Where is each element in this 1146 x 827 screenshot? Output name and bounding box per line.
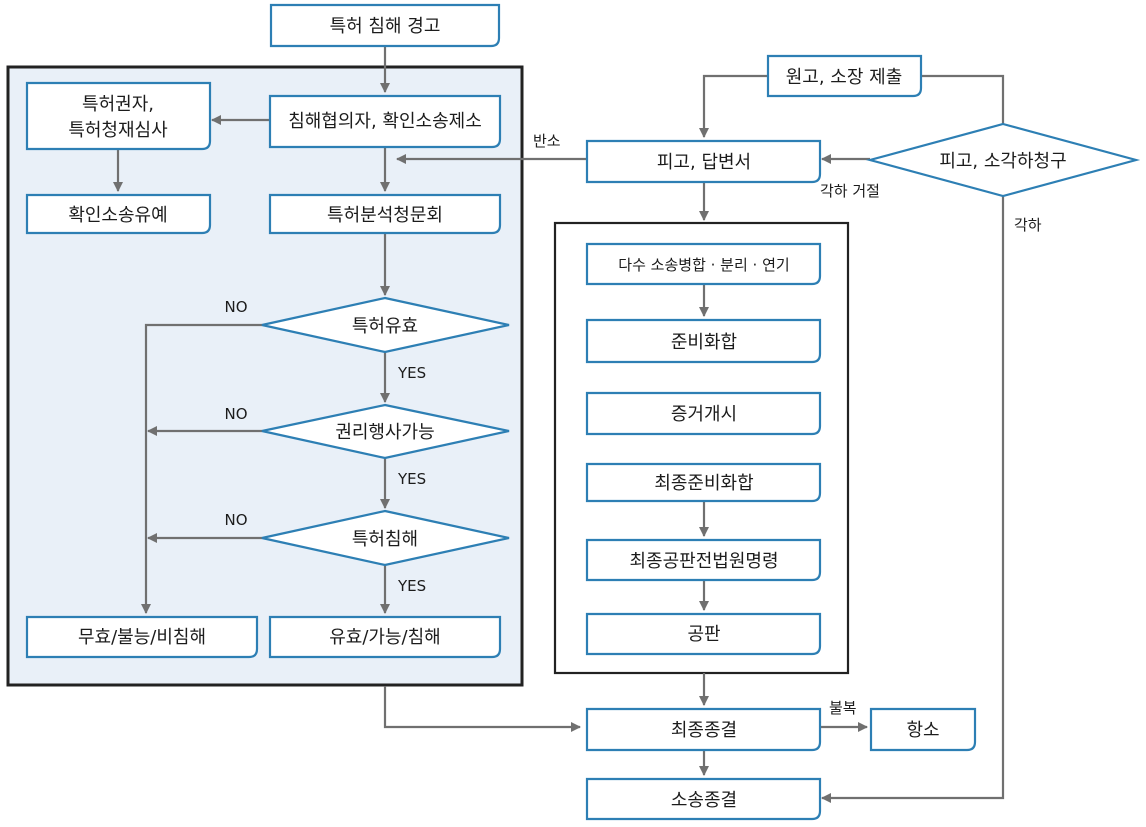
node-warning-label: 특허 침해 경고 [330,16,441,37]
node-suspend-label: 확인소송유예 [68,205,167,226]
label-appeal: 불복 [829,699,857,717]
node-infringer-action: 침해협의자, 확인소송제소 [268,94,502,149]
node-final-prep: 최종준비화합 [585,462,822,503]
decision-enforce-label: 권리행사가능 [335,422,434,443]
node-suspend: 확인소송유예 [25,193,212,235]
connectors [113,46,1005,803]
left-panel [6,65,524,687]
node-final-prep-label: 최종준비화합 [654,473,753,494]
node-hearing-label: 특허분석청문회 [327,205,443,226]
node-consolidate: 다수 소송병합 · 분리 · 연기 [585,242,822,286]
decision-dismiss-label: 피고, 소각하청구 [939,151,1066,172]
node-answer: 피고, 답변서 [585,139,822,184]
node-discovery-label: 증거개시 [671,404,737,425]
node-final-label: 최종종결 [671,720,737,741]
decision-dismiss: 피고, 소각하청구 [865,122,1141,198]
middle-panel [553,221,850,675]
node-answer-label: 피고, 답변서 [657,152,751,173]
decision-valid: 특허유효 [261,296,510,354]
node-positive-result: 유효/가능/침해 [268,615,502,659]
node-trial: 공판 [585,612,822,656]
node-hearing: 특허분석청문회 [268,193,502,235]
node-holder-trial-line1: 특허권자, [82,94,154,115]
node-final: 최종종결 [585,707,822,752]
label-yes-infringe: YES [397,577,426,595]
node-end: 소송종결 [585,777,822,821]
label-dismissed: 각하 [1014,216,1042,234]
decision-infringe: 특허침해 [261,509,510,567]
node-consolidate-label: 다수 소송병합 · 분리 · 연기 [618,256,789,274]
node-complaint-label: 원고, 소장 제출 [786,67,903,88]
label-no-valid: NO [224,298,247,316]
node-holder-trial: 특허권자, 특허청재심사 [25,81,212,151]
node-pretrial-order-label: 최종공판전법원명령 [629,551,778,572]
node-warning: 특허 침해 경고 [269,3,501,48]
label-denied: 각하 거절 [820,182,880,200]
label-counter: 반소 [533,132,561,150]
node-pretrial-order: 최종공판전법원명령 [585,538,822,582]
node-negative-result-label: 무효/불능/비침해 [78,627,206,648]
node-holder-trial-line2: 특허청재심사 [68,120,168,141]
node-appeal: 항소 [869,707,977,752]
label-no-enforce: NO [224,405,247,423]
node-discovery: 증거개시 [585,391,822,436]
node-appeal-label: 항소 [906,720,939,741]
decision-enforce: 권리행사가능 [261,403,510,460]
node-end-label: 소송종결 [671,790,737,811]
decision-infringe-label: 특허침해 [352,529,418,550]
label-no-infringe: NO [224,511,247,529]
decision-valid-label: 특허유효 [352,316,418,337]
node-prep: 준비화합 [585,318,822,364]
node-negative-result: 무효/불능/비침해 [25,615,259,659]
label-yes-valid: YES [397,364,426,382]
node-prep-label: 준비화합 [671,332,737,353]
node-complaint: 원고, 소장 제출 [766,54,923,98]
node-trial-label: 공판 [687,624,720,645]
node-positive-result-label: 유효/가능/침해 [329,627,441,648]
node-infringer-action-label: 침해협의자, 확인소송제소 [288,111,482,132]
label-yes-enforce: YES [397,470,426,488]
